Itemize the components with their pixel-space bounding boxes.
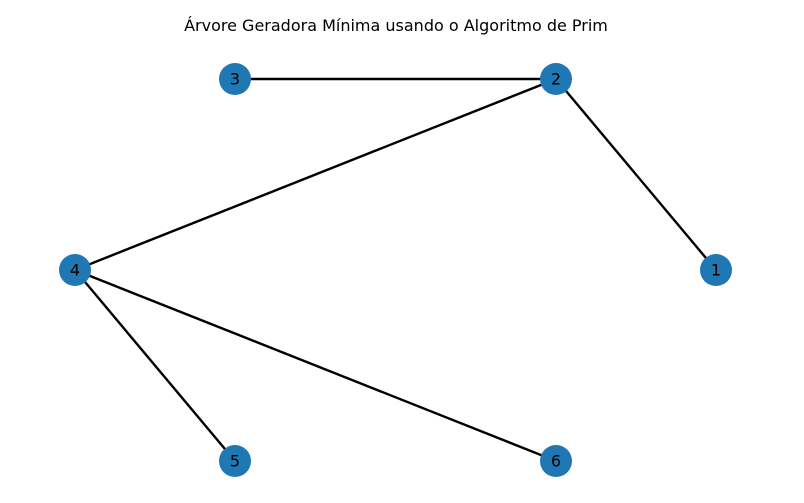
- node-circle: [540, 63, 572, 95]
- node-3: 3: [219, 63, 251, 95]
- node-circle: [219, 445, 251, 477]
- node-label: 3: [230, 70, 240, 89]
- node-circle: [59, 254, 91, 286]
- node-4: 4: [59, 254, 91, 286]
- edge-2-4: [74, 77, 557, 272]
- node-label: 6: [551, 452, 561, 471]
- node-circle: [219, 63, 251, 95]
- node-circle: [700, 254, 732, 286]
- node-6: 6: [540, 445, 572, 477]
- edge-4-6: [74, 268, 557, 463]
- node-label: 2: [551, 70, 561, 89]
- nodes-layer: 1 2 3 4 5 6: [59, 63, 732, 477]
- edge-2-1: [555, 78, 717, 271]
- node-label: 4: [70, 261, 80, 280]
- edge-4-5: [74, 269, 236, 462]
- node-1: 1: [700, 254, 732, 286]
- diagram-title: Árvore Geradora Mínima usando o Algoritm…: [184, 16, 608, 35]
- node-2: 2: [540, 63, 572, 95]
- node-5: 5: [219, 445, 251, 477]
- node-label: 5: [230, 452, 240, 471]
- node-circle: [540, 445, 572, 477]
- edges-layer: [74, 77, 717, 463]
- node-label: 1: [711, 261, 721, 280]
